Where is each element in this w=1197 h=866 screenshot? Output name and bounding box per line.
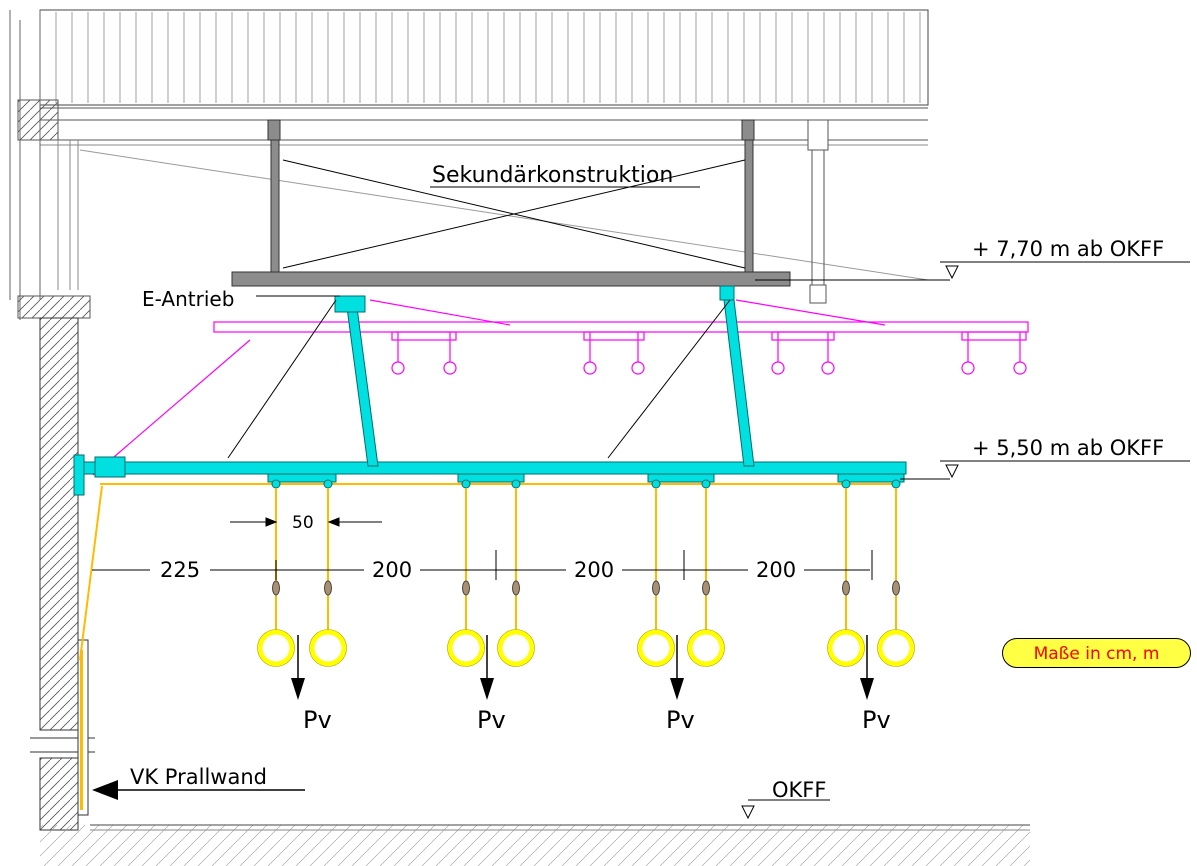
gym-ring <box>447 629 485 667</box>
wall-rope <box>79 485 103 661</box>
units-badge: Maße in cm, m <box>1002 638 1191 668</box>
dimension-lines <box>92 517 873 580</box>
gym-ring <box>827 629 865 667</box>
ring-pairs <box>257 473 915 700</box>
raised-position <box>92 299 1029 476</box>
drive-label: E-Antrieb <box>142 287 234 311</box>
ring-pair <box>447 473 535 700</box>
load-label: Pv <box>666 706 695 734</box>
gym-ring <box>637 629 675 667</box>
dimension-between-pairs: 200 <box>372 558 412 582</box>
dimension-between-pairs: 200 <box>574 558 614 582</box>
load-label: Pv <box>303 706 332 734</box>
wall-label: VK Prallwand <box>130 765 267 789</box>
dimension-ring-spacing: 50 <box>292 513 314 533</box>
gym-ring <box>877 629 915 667</box>
roof-structure <box>9 9 929 320</box>
secondary-construction-label: Sekundärkonstruktion <box>432 163 673 188</box>
wall-marker-arrow <box>92 780 305 800</box>
gym-ring <box>257 629 295 667</box>
level-markers <box>741 261 1190 820</box>
ring-pair <box>257 473 347 700</box>
dimension-between-pairs: 200 <box>756 558 796 582</box>
left-wall <box>30 317 95 831</box>
dimension-wall-to-first: 225 <box>160 558 200 582</box>
ring-frame <box>73 285 907 496</box>
load-label: Pv <box>862 706 891 734</box>
ring-pair <box>827 473 915 700</box>
ring-pair <box>637 473 725 700</box>
gym-ring <box>497 629 535 667</box>
gym-ring <box>687 629 725 667</box>
load-label: Pv <box>477 706 506 734</box>
upper-level-label: + 7,70 m ab OKFF <box>972 237 1164 261</box>
floor-slab <box>40 824 1030 866</box>
gym-ring <box>309 629 347 667</box>
lower-level-label: + 5,50 m ab OKFF <box>972 436 1164 460</box>
floor-level-label: OKFF <box>772 778 826 802</box>
